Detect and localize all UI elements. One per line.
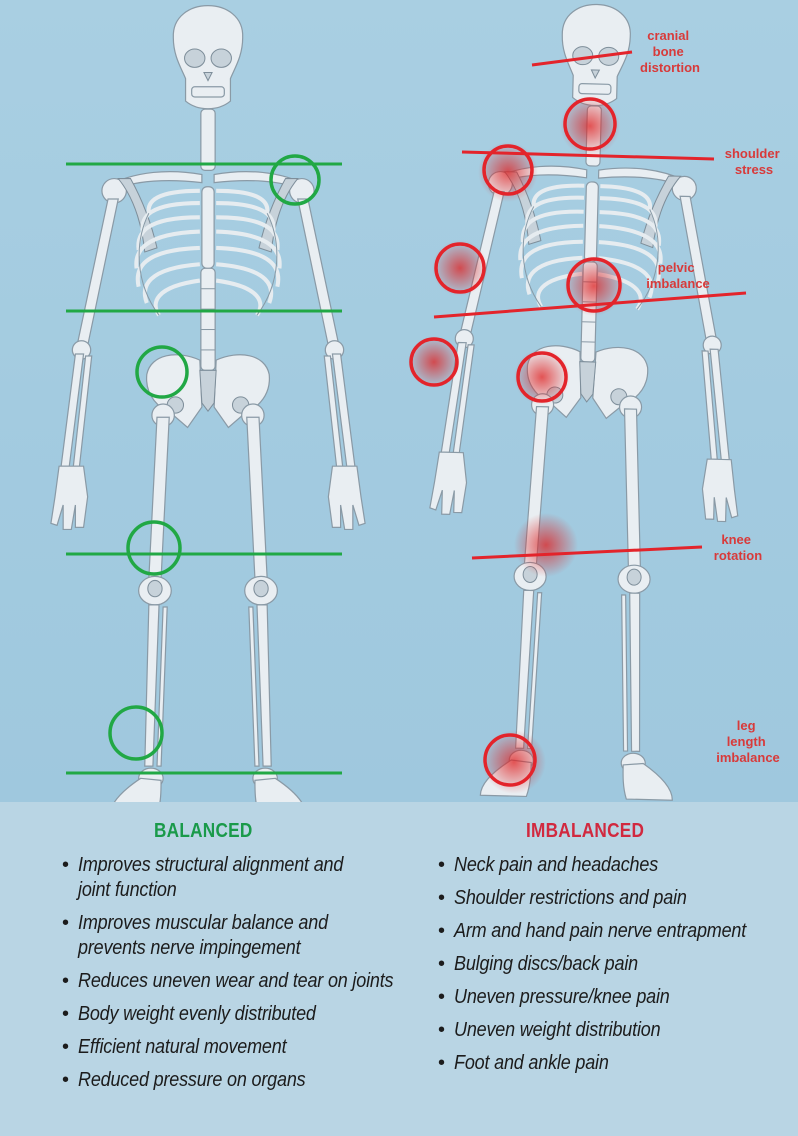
balanced-item-line: Reduced pressure on organs	[78, 1069, 306, 1091]
imbalanced-item-text: Foot and ankle pain	[454, 1052, 609, 1074]
hip-circle	[516, 351, 568, 403]
shoulder-label: shoulder stress	[725, 146, 784, 177]
imbalanced-item-text: Uneven pressure/knee pain	[454, 986, 670, 1008]
balanced-list: Improves structural alignment and joint …	[62, 853, 402, 1093]
balanced-item-line: Improves muscular balance and	[78, 912, 328, 934]
imbalanced-item: Shoulder restrictions and pain	[438, 886, 778, 911]
balanced-item-line: Body weight evenly distributed	[78, 1003, 316, 1025]
balanced-item-line: Reduces uneven wear and tear on joints	[78, 970, 394, 992]
imbalanced-item: Neck pain and headaches	[438, 853, 778, 878]
skeleton-illustration-panel: cranial bone distortion shoulder stress …	[0, 0, 798, 802]
balanced-hip-circle	[135, 345, 189, 399]
balanced-heading: BALANCED	[154, 820, 253, 842]
imbalanced-item-text: Bulging discs/back pain	[454, 953, 638, 975]
imbalanced-annotations: cranial bone distortion shoulder stress …	[640, 28, 784, 765]
imbalanced-heading: IMBALANCED	[526, 820, 645, 842]
pelvic-circle	[566, 257, 622, 313]
balanced-item: Body weight evenly distributed	[62, 1002, 402, 1027]
imbalanced-item: Bulging discs/back pain	[438, 952, 778, 977]
balanced-item: Improves structural alignment and joint …	[62, 853, 402, 903]
balanced-item: Efficient natural movement	[62, 1035, 402, 1060]
balanced-alignment-lines	[66, 162, 342, 775]
imbalanced-list: Neck pain and headaches Shoulder restric…	[438, 853, 778, 1076]
balanced-item-line: Efficient natural movement	[78, 1036, 287, 1058]
pelvic-label: pelvic imbalance	[646, 260, 710, 291]
balanced-skeleton	[51, 6, 365, 802]
imbalanced-item-text: Uneven weight distribution	[454, 1019, 661, 1041]
imbalanced-item-text: Shoulder restrictions and pain	[454, 887, 687, 909]
wrist-circle	[409, 337, 459, 387]
leg-length-label: leg length imbalance	[716, 718, 780, 765]
balanced-item-line: prevents nerve impingement	[78, 937, 301, 959]
balanced-item: Reduced pressure on organs	[62, 1068, 402, 1093]
balanced-item-line: joint function	[78, 879, 177, 901]
knee-line	[471, 545, 703, 560]
skeleton-diagram: cranial bone distortion shoulder stress …	[0, 0, 784, 802]
pelvic-line	[433, 291, 747, 319]
imbalanced-item-text: Arm and hand pain nerve entrapment	[454, 920, 747, 942]
ankle-circle	[483, 733, 537, 787]
cranial-line	[531, 50, 633, 67]
shoulder-circle	[482, 144, 534, 196]
elbow-circle	[434, 242, 486, 294]
imbalanced-item: Uneven weight distribution	[438, 1018, 778, 1043]
balanced-ankle-circle	[108, 705, 164, 761]
comparison-lists-panel: BALANCED Improves structural alignment a…	[0, 802, 798, 1136]
imbalanced-alignment-lines	[433, 50, 747, 560]
imbalanced-item: Arm and hand pain nerve entrapment	[438, 919, 778, 944]
neck-circle	[563, 97, 617, 151]
knee-label: knee rotation	[714, 532, 762, 563]
shoulder-line	[461, 150, 715, 161]
balanced-item-line: Improves structural alignment and	[78, 854, 344, 876]
balanced-knee-circle	[126, 520, 182, 576]
balanced-joint-markers	[108, 154, 321, 761]
imbalanced-item-text: Neck pain and headaches	[454, 854, 659, 876]
imbalanced-item: Foot and ankle pain	[438, 1051, 778, 1076]
balanced-column: BALANCED Improves structural alignment a…	[62, 820, 402, 1101]
cranial-label: cranial bone distortion	[640, 28, 700, 75]
imbalanced-column: IMBALANCED Neck pain and headaches Shoul…	[438, 820, 778, 1084]
balanced-item: Reduces uneven wear and tear on joints	[62, 969, 402, 994]
imbalanced-item: Uneven pressure/knee pain	[438, 985, 778, 1010]
balanced-shoulder-circle	[269, 154, 321, 206]
balanced-item: Improves muscular balance and prevents n…	[62, 911, 402, 961]
imbalanced-joint-markers	[409, 97, 622, 787]
